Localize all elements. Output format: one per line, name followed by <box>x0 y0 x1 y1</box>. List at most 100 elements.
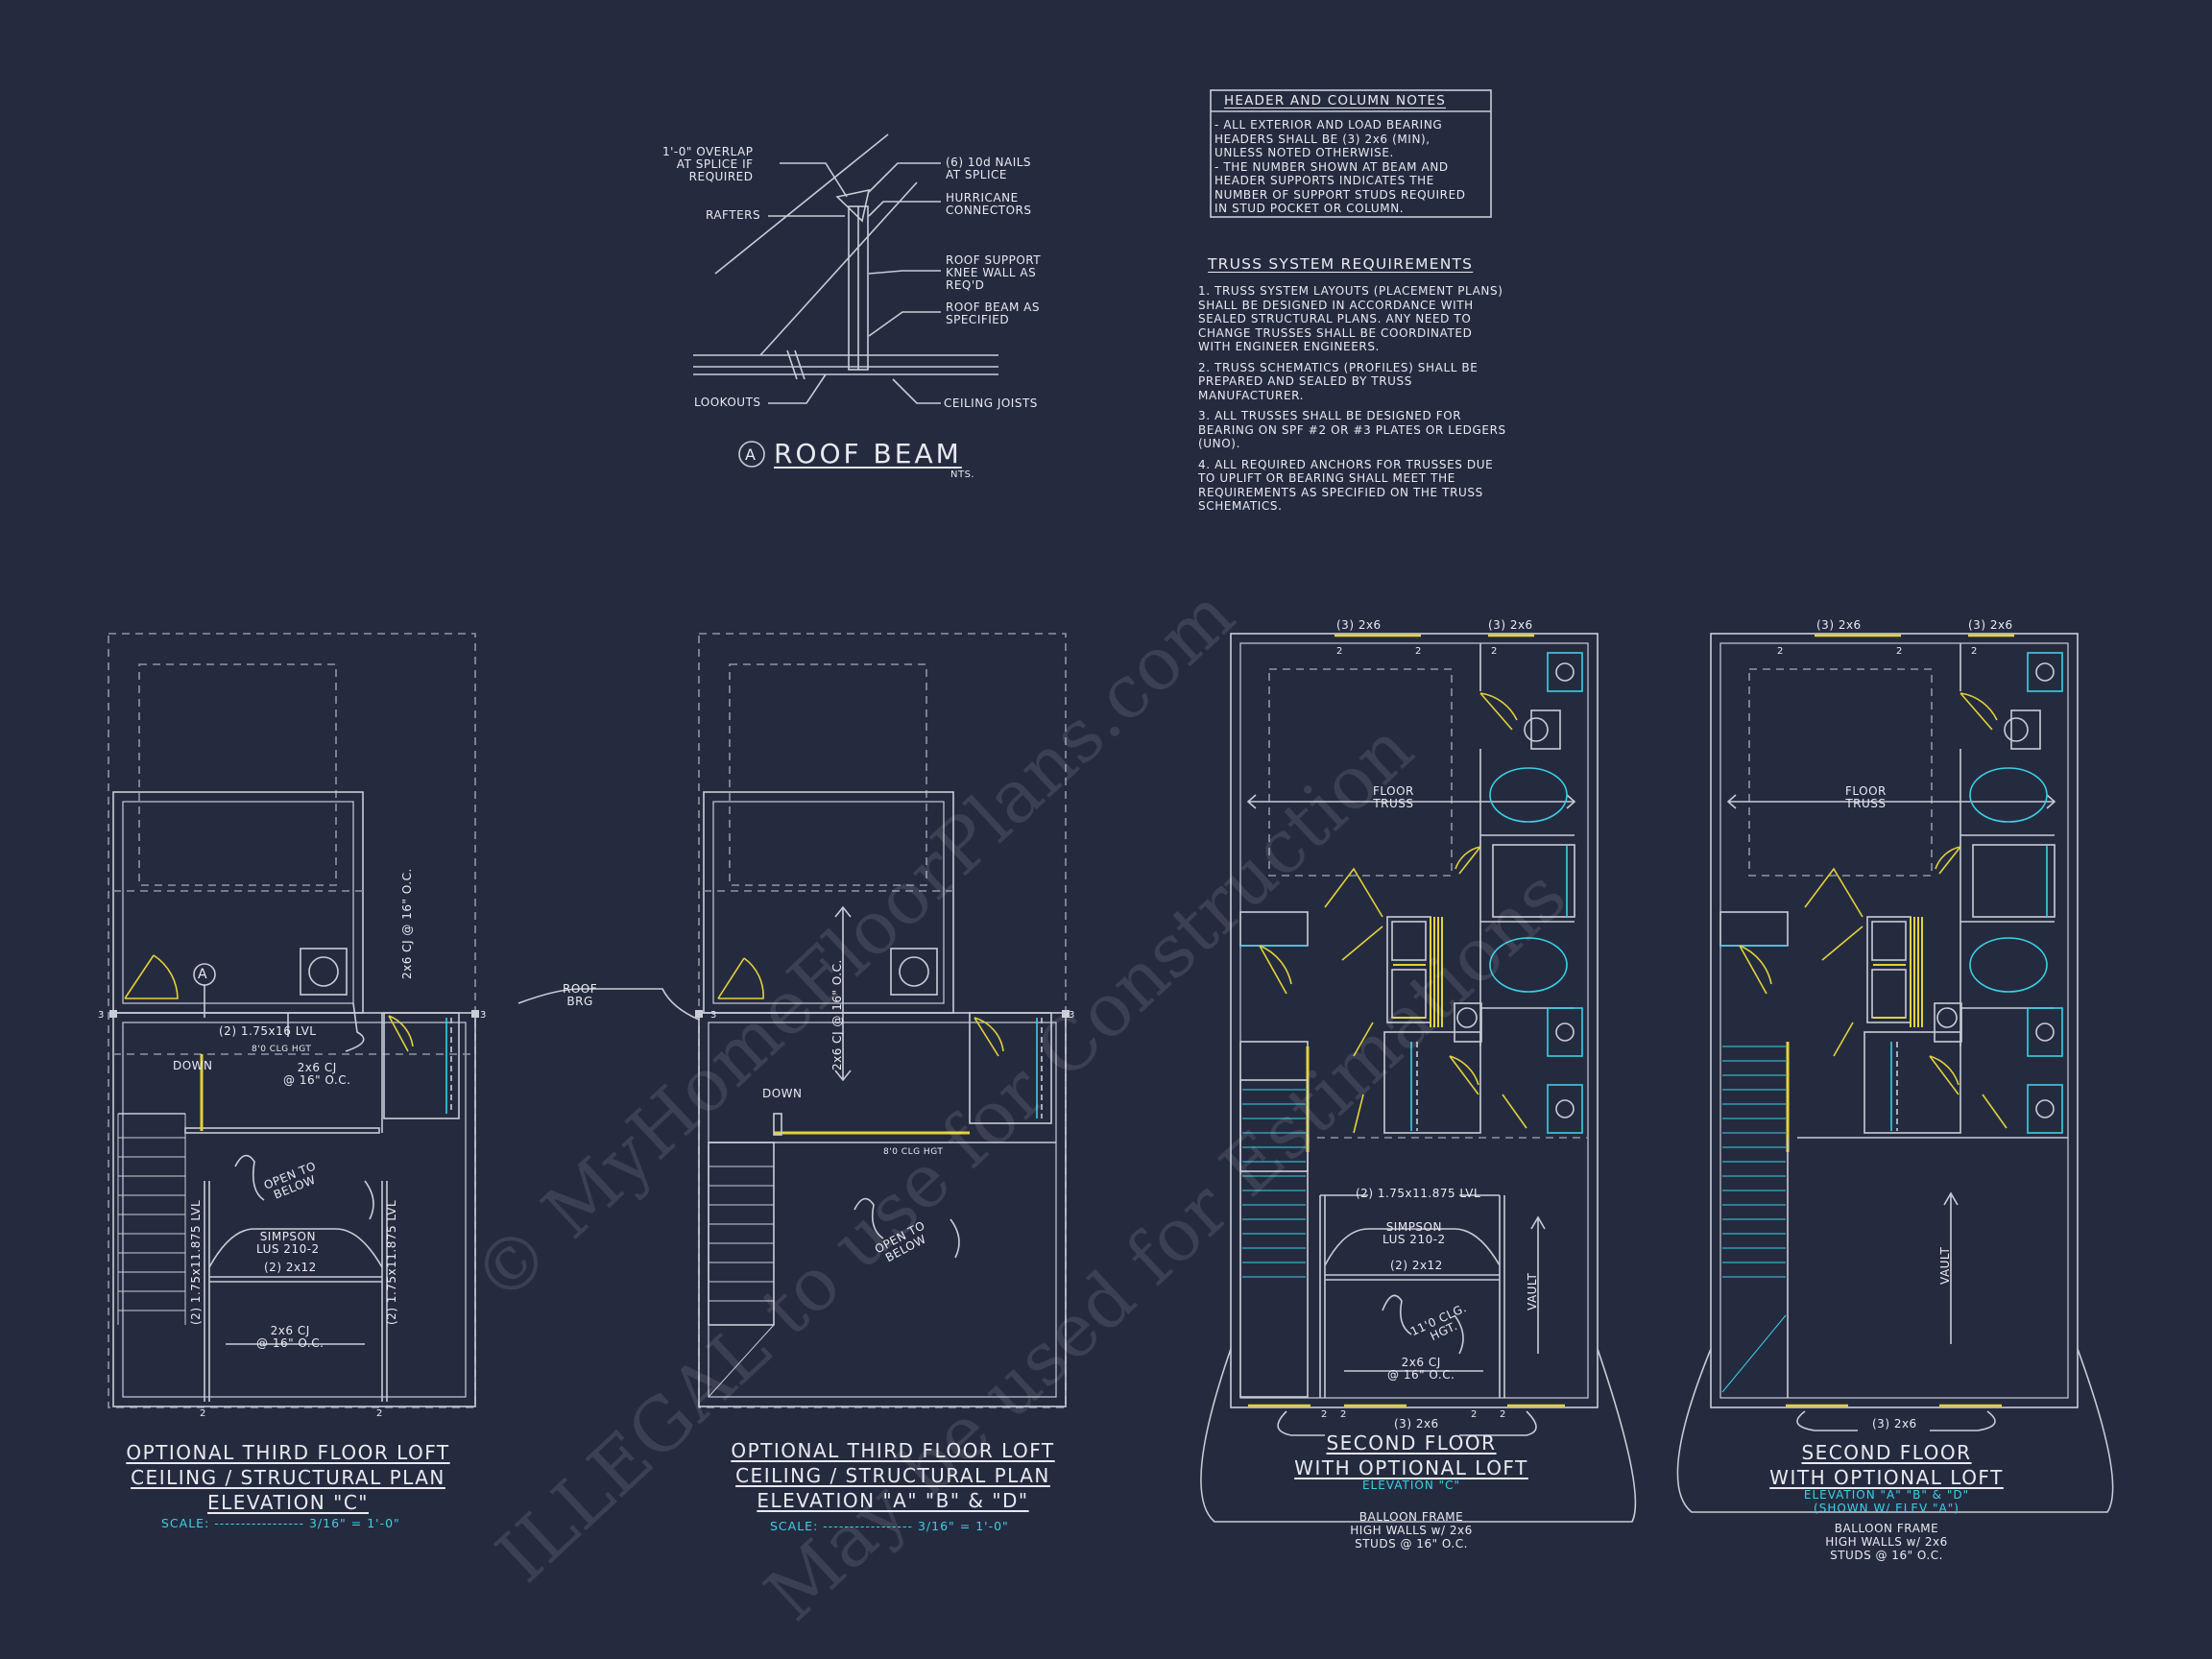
truss-item-2: 2. TRUSS SCHEMATICS (PROFILES) SHALL BE … <box>1198 361 1506 403</box>
plan3-cj-line: 2x6 CJ <box>1401 1356 1441 1369</box>
plan1-cj-vertical: 2x6 CJ @ 16" O.C. <box>400 868 414 979</box>
plan4-floor-truss-line: TRUSS <box>1845 797 1887 810</box>
detail-text: ROOF BEAM AS <box>946 301 1040 314</box>
plan2-title-line: CEILING / STRUCTURAL PLAN <box>735 1464 1050 1487</box>
scale-dashes: ----------------- <box>823 1519 913 1533</box>
roof-beam-detail-drawing <box>693 133 998 468</box>
plan3-title-line: WITH OPTIONAL LOFT <box>1294 1456 1528 1479</box>
truss-line: MANUFACTURER. <box>1198 388 1305 402</box>
plan3-balloon-line: HIGH WALLS w/ 2x6 <box>1350 1524 1473 1537</box>
plan1-lvl-label: (2) 1.75x16 LVL <box>219 1024 317 1038</box>
plan3-simpson-label: SIMPSON LUS 210-2 <box>1382 1221 1446 1246</box>
plan1-title: OPTIONAL THIRD FLOOR LOFT CEILING / STRU… <box>125 1440 451 1515</box>
plan1-cj2-line: 2x6 CJ <box>270 1324 310 1337</box>
plan1-clg-label: 8'0 CLG HGT <box>252 1045 312 1054</box>
scale-value: 3/16" = 1'-0" <box>917 1519 1009 1533</box>
header-note-line: IN STUD POCKET OR COLUMN. <box>1214 202 1405 215</box>
plan2-clg-label: 8'0 CLG HGT <box>883 1147 944 1157</box>
plan3-elevation: ELEVATION "C" <box>1361 1479 1461 1492</box>
plan1-title-line: OPTIONAL THIRD FLOOR LOFT <box>126 1441 450 1464</box>
plan4-num: 2 <box>1971 646 1978 657</box>
plan1-scale: SCALE: ----------------- 3/16" = 1'-0" <box>161 1516 400 1530</box>
plan4-top-left-header: (3) 2x6 <box>1816 618 1862 632</box>
detail-text: CONNECTORS <box>946 204 1032 217</box>
plan1-simpson-line: SIMPSON <box>259 1230 316 1243</box>
plan1-lvl-left: (2) 1.75x11.875 LVL <box>189 1199 203 1325</box>
truss-line: (UNO). <box>1198 437 1240 450</box>
roof-brg-label: ROOF BRG <box>563 983 597 1008</box>
detail-text: REQ'D <box>946 278 985 292</box>
plan1-walls <box>108 633 476 1408</box>
plan2-walls <box>517 633 1067 1408</box>
truss-line: BEARING ON SPF #2 OR #3 PLATES OR LEDGER… <box>1198 422 1506 437</box>
detail-knee-wall-label: ROOF SUPPORT KNEE WALL AS REQ'D <box>946 254 1041 292</box>
truss-line: REQUIREMENTS AS SPECIFIED ON THE TRUSS <box>1198 485 1483 499</box>
plan1-num-bottom-1: 2 <box>200 1408 206 1419</box>
plan3-top-left-header: (3) 2x6 <box>1336 618 1382 632</box>
plan2-down-label: DOWN <box>762 1087 803 1100</box>
header-notes-title: HEADER AND COLUMN NOTES <box>1224 93 1447 108</box>
plan3-balloon-line: BALLOON FRAME <box>1358 1510 1464 1524</box>
plan3-vault-label: VAULT <box>1526 1272 1539 1310</box>
plan1-title-line: CEILING / STRUCTURAL PLAN <box>131 1466 445 1489</box>
plan3-simpson-line: SIMPSON <box>1385 1220 1442 1234</box>
plan3-num: 2 <box>1340 1409 1347 1420</box>
truss-item-4: 4. ALL REQUIRED ANCHORS FOR TRUSSES DUE … <box>1198 458 1506 514</box>
plan4-num: 2 <box>1896 646 1903 657</box>
plan1-marker: A <box>198 967 208 982</box>
plan4-num: 2 <box>1777 646 1784 657</box>
detail-overlap-label: 1'-0" OVERLAP AT SPLICE IF REQUIRED <box>662 146 754 183</box>
plan2-title-line: OPTIONAL THIRD FLOOR LOFT <box>731 1439 1055 1462</box>
plan2-title-line: ELEVATION "A" "B" & "D" <box>757 1489 1029 1512</box>
plan3-bottom-header: (3) 2x6 <box>1394 1417 1439 1431</box>
plan3-title: SECOND FLOOR WITH OPTIONAL LOFT <box>1272 1431 1551 1480</box>
truss-line: 4. ALL REQUIRED ANCHORS FOR TRUSSES DUE <box>1198 457 1494 471</box>
scale-dashes: ----------------- <box>214 1516 304 1530</box>
plan3-num: 2 <box>1500 1409 1506 1420</box>
plan1-num-right: 3 <box>480 1010 487 1021</box>
plan3-simpson-line: LUS 210-2 <box>1382 1233 1446 1246</box>
plan3-cj-line: @ 16" O.C. <box>1387 1368 1455 1382</box>
plan4-elevation: ELEVATION "A" "B" & "D" (SHOWN W/ ELEV "… <box>1800 1488 1973 1515</box>
header-note-line: - ALL EXTERIOR AND LOAD BEARING <box>1214 118 1443 132</box>
plan1-cj-label: 2x6 CJ @ 16" O.C. <box>283 1062 350 1087</box>
detail-title: ROOF BEAM <box>774 438 962 469</box>
plan1-lvl-right: (2) 1.75x11.875 LVL <box>385 1199 398 1325</box>
plan4-elevation-line: (SHOWN W/ ELEV "A") <box>1814 1502 1960 1515</box>
plan3-top-right-header: (3) 2x6 <box>1488 618 1533 632</box>
plan3-floor-truss-line: TRUSS <box>1373 797 1414 810</box>
plan1-simpson-line: LUS 210-2 <box>256 1242 320 1256</box>
scale-value: 3/16" = 1'-0" <box>308 1516 400 1530</box>
plan4-floor-truss: FLOOR TRUSS <box>1845 785 1887 810</box>
truss-line: WITH ENGINEER ENGINEERS. <box>1198 340 1380 353</box>
plan1-cj2-line: @ 16" O.C. <box>256 1336 325 1350</box>
truss-line: 1. TRUSS SYSTEM LAYOUTS (PLACEMENT PLANS… <box>1198 284 1503 298</box>
detail-roof-beam-label: ROOF BEAM AS SPECIFIED <box>946 301 1040 326</box>
plan2-cj-vertical: 2x6 CJ @ 16" O.C. <box>830 959 844 1070</box>
plan1-cj-line: @ 16" O.C. <box>283 1073 351 1087</box>
header-note-line: UNLESS NOTED OTHERWISE. <box>1214 146 1394 159</box>
detail-text: ROOF SUPPORT <box>946 253 1042 267</box>
plan1-simpson-label: SIMPSON LUS 210-2 <box>256 1231 320 1256</box>
plan4-balloon-note: BALLOON FRAME HIGH WALLS w/ 2x6 STUDS @ … <box>1819 1522 1954 1562</box>
plan3-num: 2 <box>1415 646 1422 657</box>
plan3-2x12-label: (2) 2x12 <box>1390 1259 1443 1272</box>
detail-text: (6) 10d NAILS <box>946 156 1032 169</box>
plan4-balloon-line: BALLOON FRAME <box>1834 1522 1939 1535</box>
roof-brg-line: BRG <box>566 995 593 1008</box>
plan4-vault-label: VAULT <box>1938 1246 1952 1285</box>
plan2-title: OPTIONAL THIRD FLOOR LOFT CEILING / STRU… <box>730 1438 1056 1513</box>
header-note-line: - THE NUMBER SHOWN AT BEAM AND <box>1214 159 1449 174</box>
truss-item-1: 1. TRUSS SYSTEM LAYOUTS (PLACEMENT PLANS… <box>1198 284 1506 354</box>
detail-ceiling-joists-label: CEILING JOISTS <box>944 397 1038 410</box>
detail-rafters-label: RAFTERS <box>706 208 761 222</box>
header-notes-body: - ALL EXTERIOR AND LOAD BEARING HEADERS … <box>1214 118 1466 216</box>
detail-text: REQUIRED <box>688 170 754 183</box>
truss-requirements-title: TRUSS SYSTEM REQUIREMENTS <box>1208 255 1474 273</box>
detail-marker: A <box>745 445 757 464</box>
scale-label: SCALE: <box>161 1516 210 1530</box>
detail-hurricane-label: HURRICANE CONNECTORS <box>946 192 1031 217</box>
detail-lookouts-label: LOOKOUTS <box>694 396 761 409</box>
